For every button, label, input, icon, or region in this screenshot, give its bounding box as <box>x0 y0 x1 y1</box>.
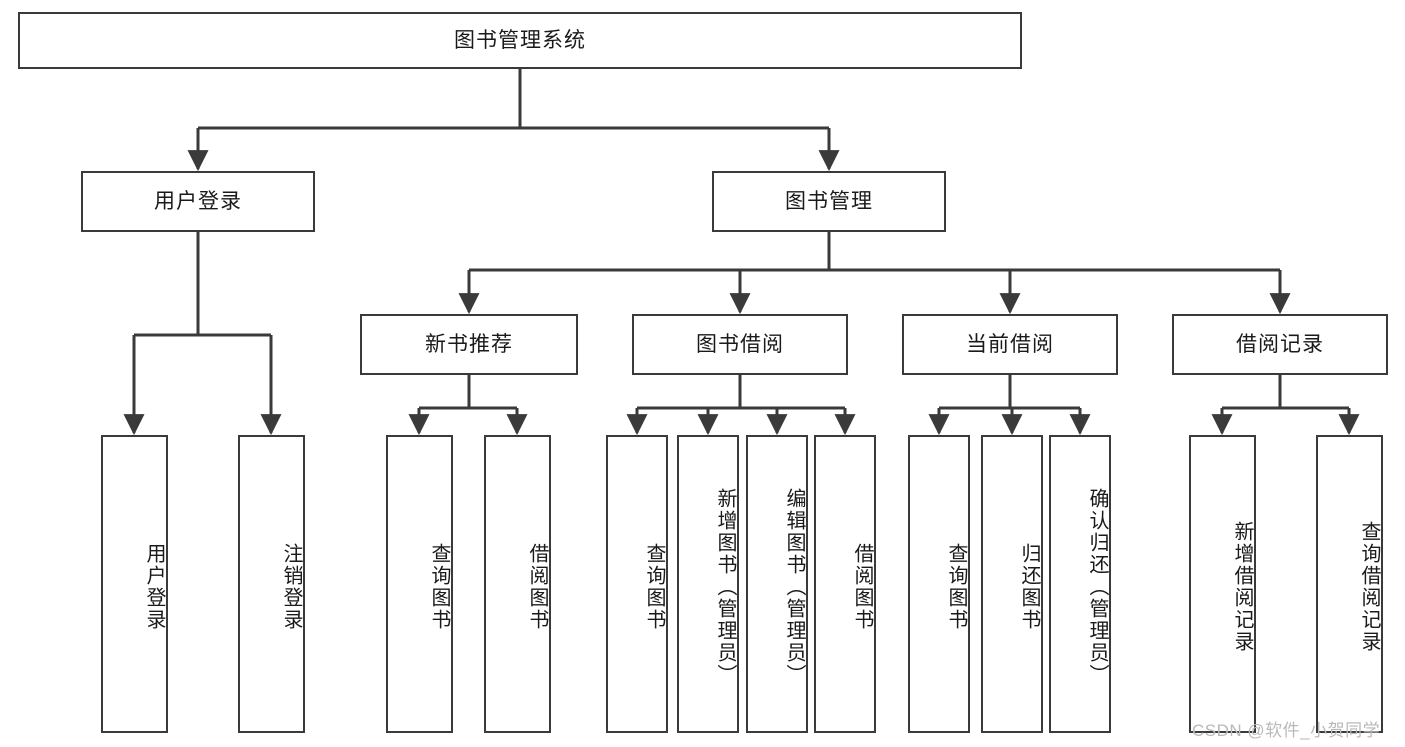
node-leaf-user-logout[interactable]: 注销登录 <box>238 435 305 733</box>
node-leaf-return-book[interactable]: 归还图书 <box>981 435 1043 733</box>
node-leaf-borrow-book-1[interactable]: 借阅图书 <box>484 435 551 733</box>
node-book-manage[interactable]: 图书管理 <box>712 171 946 232</box>
node-leaf-add-book-admin[interactable]: 新增图书（管理员） <box>677 435 739 733</box>
node-user-login[interactable]: 用户登录 <box>81 171 315 232</box>
node-leaf-user-login[interactable]: 用户登录 <box>101 435 168 733</box>
node-leaf-query-book-3[interactable]: 查询图书 <box>908 435 970 733</box>
csdn-watermark: CSDN @软件_小贺同学 <box>1192 721 1381 740</box>
node-root[interactable]: 图书管理系统 <box>18 12 1022 69</box>
node-leaf-borrow-book-2[interactable]: 借阅图书 <box>814 435 876 733</box>
node-current-borrow[interactable]: 当前借阅 <box>902 314 1118 375</box>
node-leaf-add-borrow-record[interactable]: 新增借阅记录 <box>1189 435 1256 733</box>
node-new-book-recommend[interactable]: 新书推荐 <box>360 314 578 375</box>
node-leaf-query-book-2[interactable]: 查询图书 <box>606 435 668 733</box>
node-leaf-edit-book-admin[interactable]: 编辑图书（管理员） <box>746 435 808 733</box>
node-book-borrow[interactable]: 图书借阅 <box>632 314 848 375</box>
node-leaf-confirm-return-admin[interactable]: 确认归还（管理员） <box>1049 435 1111 733</box>
node-borrow-record[interactable]: 借阅记录 <box>1172 314 1388 375</box>
node-leaf-query-borrow-record[interactable]: 查询借阅记录 <box>1316 435 1383 733</box>
node-leaf-query-book-1[interactable]: 查询图书 <box>386 435 453 733</box>
